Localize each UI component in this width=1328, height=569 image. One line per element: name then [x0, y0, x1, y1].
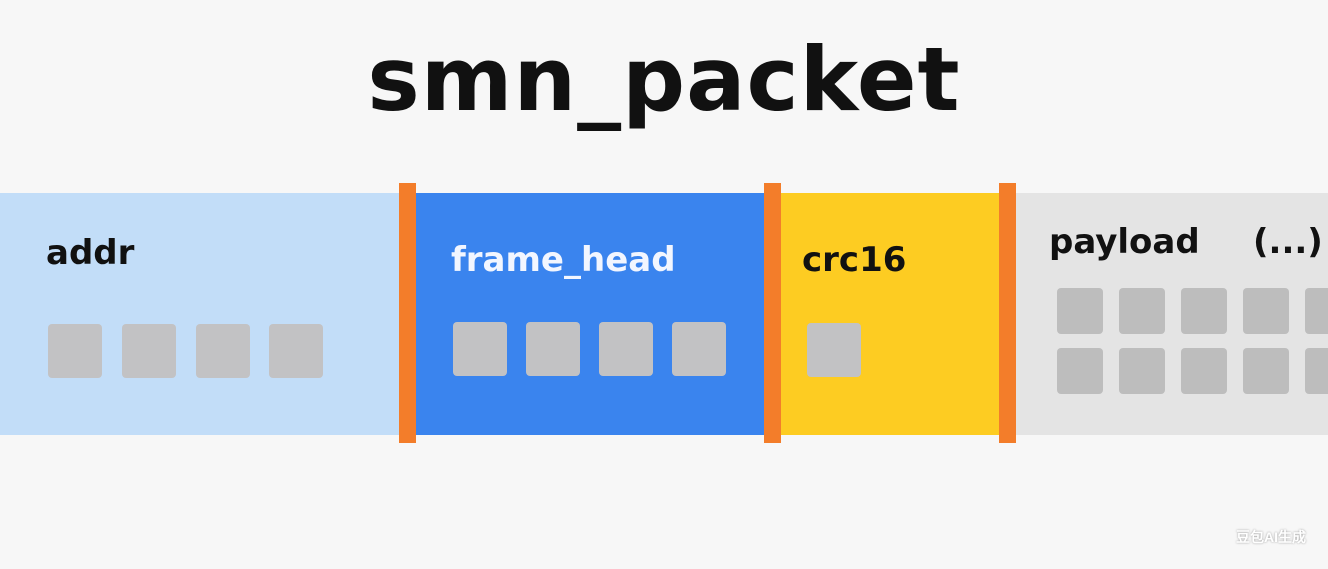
byte-square: [599, 322, 653, 376]
byte-square: [807, 323, 861, 377]
byte-square: [1181, 348, 1227, 394]
segment-label-payload-suffix: (...): [1253, 222, 1323, 262]
segment-separator: [999, 183, 1016, 443]
byte-square: [1057, 348, 1103, 394]
byte-square: [526, 322, 580, 376]
byte-square: [48, 324, 102, 378]
segment-label-payload: payload: [1049, 222, 1200, 262]
segment-label-crc16: crc16: [802, 240, 907, 280]
segment-label-addr: addr: [46, 233, 135, 273]
byte-square: [269, 324, 323, 378]
segment-crc16: crc16: [772, 193, 1007, 435]
byte-square: [1119, 348, 1165, 394]
byte-square: [1305, 288, 1328, 334]
byte-square: [1243, 288, 1289, 334]
byte-square: [1305, 348, 1328, 394]
segment-separator: [399, 183, 416, 443]
byte-square: [1243, 348, 1289, 394]
segment-frame-head: frame_head: [402, 193, 772, 435]
byte-square: [672, 322, 726, 376]
segment-addr: addr: [0, 193, 402, 435]
byte-square: [453, 322, 507, 376]
diagram-title: smn_packet: [367, 28, 961, 131]
watermark: 豆包AI生成: [1236, 529, 1306, 545]
segment-payload: payload (...): [1007, 193, 1328, 435]
byte-square: [122, 324, 176, 378]
segment-label-frame-head: frame_head: [451, 240, 676, 280]
byte-square: [1057, 288, 1103, 334]
byte-square: [196, 324, 250, 378]
byte-square: [1181, 288, 1227, 334]
byte-square: [1119, 288, 1165, 334]
segment-separator: [764, 183, 781, 443]
